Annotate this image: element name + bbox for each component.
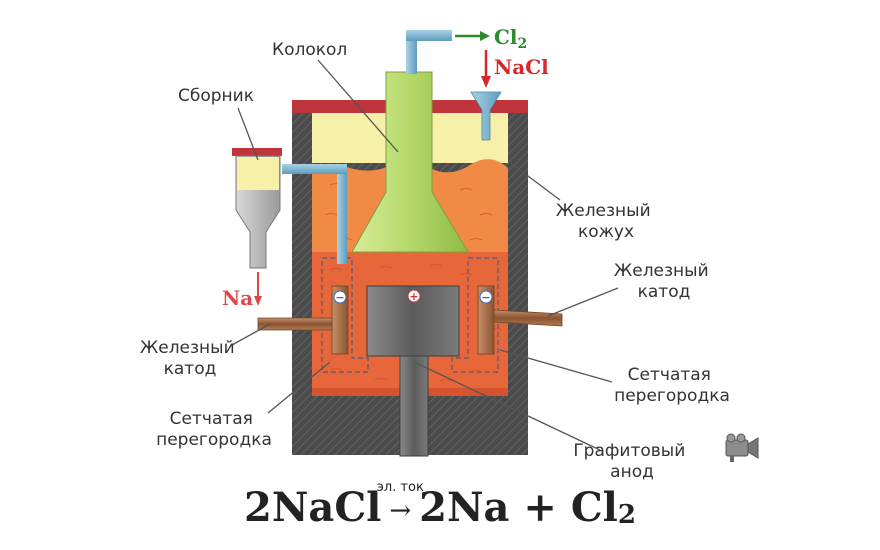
right-partition-label: Сетчатая перегородка <box>614 365 730 406</box>
right-cathode <box>477 285 563 355</box>
anode-sign-text: + <box>409 290 418 303</box>
left-cathode-sign <box>333 290 347 304</box>
video-camera-icon[interactable] <box>725 433 759 462</box>
equation-arrow-glyph: → <box>389 496 412 526</box>
mesh-partition-right <box>451 257 499 373</box>
right-cathode-sign-text: − <box>481 291 490 304</box>
salt-arrow <box>481 50 491 88</box>
right-cathode-sign <box>479 290 493 304</box>
equation-condition: эл. ток <box>376 480 424 495</box>
right-cathode-label: Железный катод <box>614 261 714 302</box>
leader-lines <box>231 59 619 451</box>
left-cathode <box>257 285 349 355</box>
equation-left: 2NaCl <box>244 484 382 531</box>
chlorine-arrow <box>455 31 490 41</box>
equation-arrow: эл. ток→ <box>377 480 424 526</box>
mesh-partition-left <box>321 257 369 373</box>
left-partition-label: Сетчатая перегородка <box>156 409 272 450</box>
sodium-label: Na <box>222 286 253 310</box>
sodium-arrow <box>254 272 262 306</box>
anode-label: Графитовый анод <box>573 441 690 482</box>
equation-right-subscript: 2 <box>617 500 636 530</box>
bell <box>351 71 469 253</box>
casing-label: Железный кожух <box>556 201 656 242</box>
equation-right: 2Na + Cl <box>419 484 618 531</box>
chlorine-outlet-pipe <box>406 30 452 74</box>
bell-label: Колокол <box>272 40 347 60</box>
sodium-collector-pipe <box>282 164 347 264</box>
sodium-collector <box>232 148 282 269</box>
salt-feed-funnel <box>470 91 502 141</box>
salt-label: NaCl <box>494 55 549 79</box>
collector-label: Сборник <box>178 86 254 106</box>
left-cathode-label: Железный катод <box>140 338 240 379</box>
left-cathode-sign-text: − <box>335 291 344 304</box>
chlorine-label: Cl2 <box>494 25 527 52</box>
anode-sign <box>407 289 421 303</box>
